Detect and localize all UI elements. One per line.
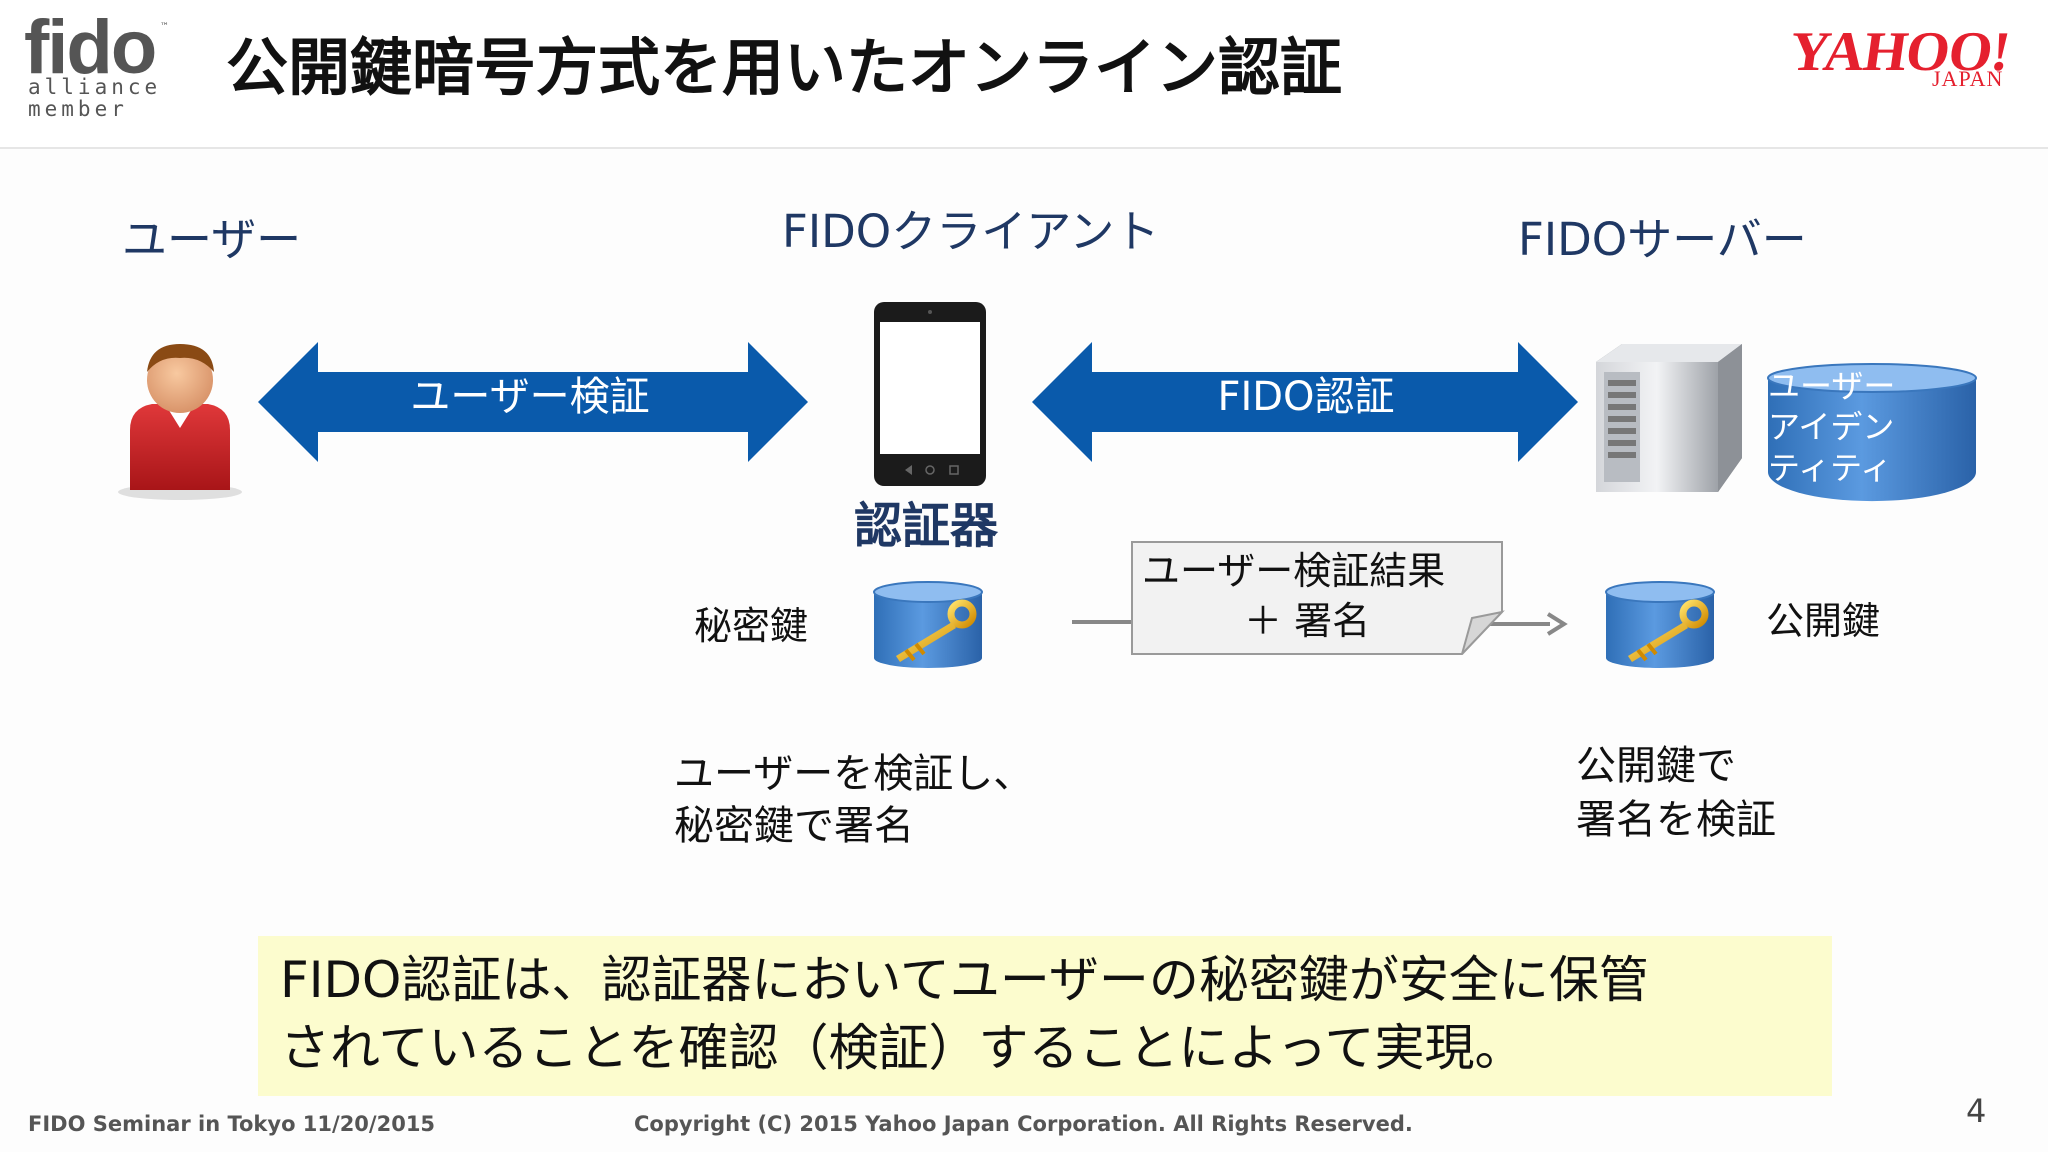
fido-client-label: FIDOクライアント — [782, 205, 1160, 258]
summary-box — [258, 936, 1832, 1096]
fido-trademark: ™ — [160, 22, 169, 32]
user-verification-arrow — [258, 342, 808, 462]
identity-line-3: ティティ — [1768, 449, 1893, 487]
identity-database-icon — [1767, 363, 1977, 502]
slide-header — [0, 0, 2048, 148]
summary-line-1: FIDO認証は、認証器においてユーザーの秘密鍵が安全に保管 — [280, 951, 1649, 1009]
fido-logo-member: member — [28, 97, 128, 121]
identity-database-label: ユーザー アイデン ティティ — [1768, 366, 1968, 489]
client-description-line-1: ユーザーを検証し、 — [674, 751, 1034, 797]
server-description-line-2: 署名を検証 — [1576, 797, 1776, 843]
message-text-line-1: ユーザー検証結果 — [1142, 549, 1446, 593]
public-key-label: 公開鍵 — [1766, 599, 1881, 643]
message-arrowhead — [1546, 612, 1568, 636]
private-key-icon — [873, 581, 983, 668]
user-verification-label: ユーザー検証 — [410, 374, 650, 420]
fido-logo: fido — [24, 5, 157, 90]
header-divider — [0, 147, 2048, 149]
page-title: 公開鍵暗号方式を用いたオンライン認証 — [226, 31, 1343, 104]
smartphone-icon — [874, 302, 986, 486]
identity-line-2: アイデン — [1768, 408, 1895, 446]
server-description-line-1: 公開鍵で — [1576, 743, 1736, 789]
public-key-icon — [1605, 581, 1715, 668]
yahoo-logo-japan: JAPAN — [1932, 66, 2004, 91]
user-person-icon — [118, 344, 242, 500]
identity-line-1: ユーザー — [1768, 367, 1896, 405]
fido-server-label: FIDOサーバー — [1518, 213, 1807, 266]
footer-copyright: Copyright (C) 2015 Yahoo Japan Corporati… — [634, 1112, 1413, 1136]
fido-authentication-label: FIDO認証 — [1217, 374, 1395, 420]
client-description-line-2: 秘密鍵で署名 — [674, 803, 914, 849]
fido-authentication-arrow — [1032, 342, 1578, 462]
private-key-label: 秘密鍵 — [694, 604, 809, 648]
server-icon — [1596, 344, 1742, 492]
fido-logo-alliance: alliance — [28, 75, 162, 99]
footer-seminar: FIDO Seminar in Tokyo 11/20/2015 — [28, 1112, 436, 1136]
authenticator-label: 認証器 — [854, 498, 999, 554]
user-label: ユーザー — [122, 213, 302, 266]
message-note-box — [1131, 541, 1505, 655]
page-number: 4 — [1966, 1092, 1987, 1130]
summary-line-2: されていることを確認（検証）することによって実現。 — [280, 1019, 1525, 1077]
message-text-line-2: ＋ 署名 — [1244, 599, 1371, 643]
